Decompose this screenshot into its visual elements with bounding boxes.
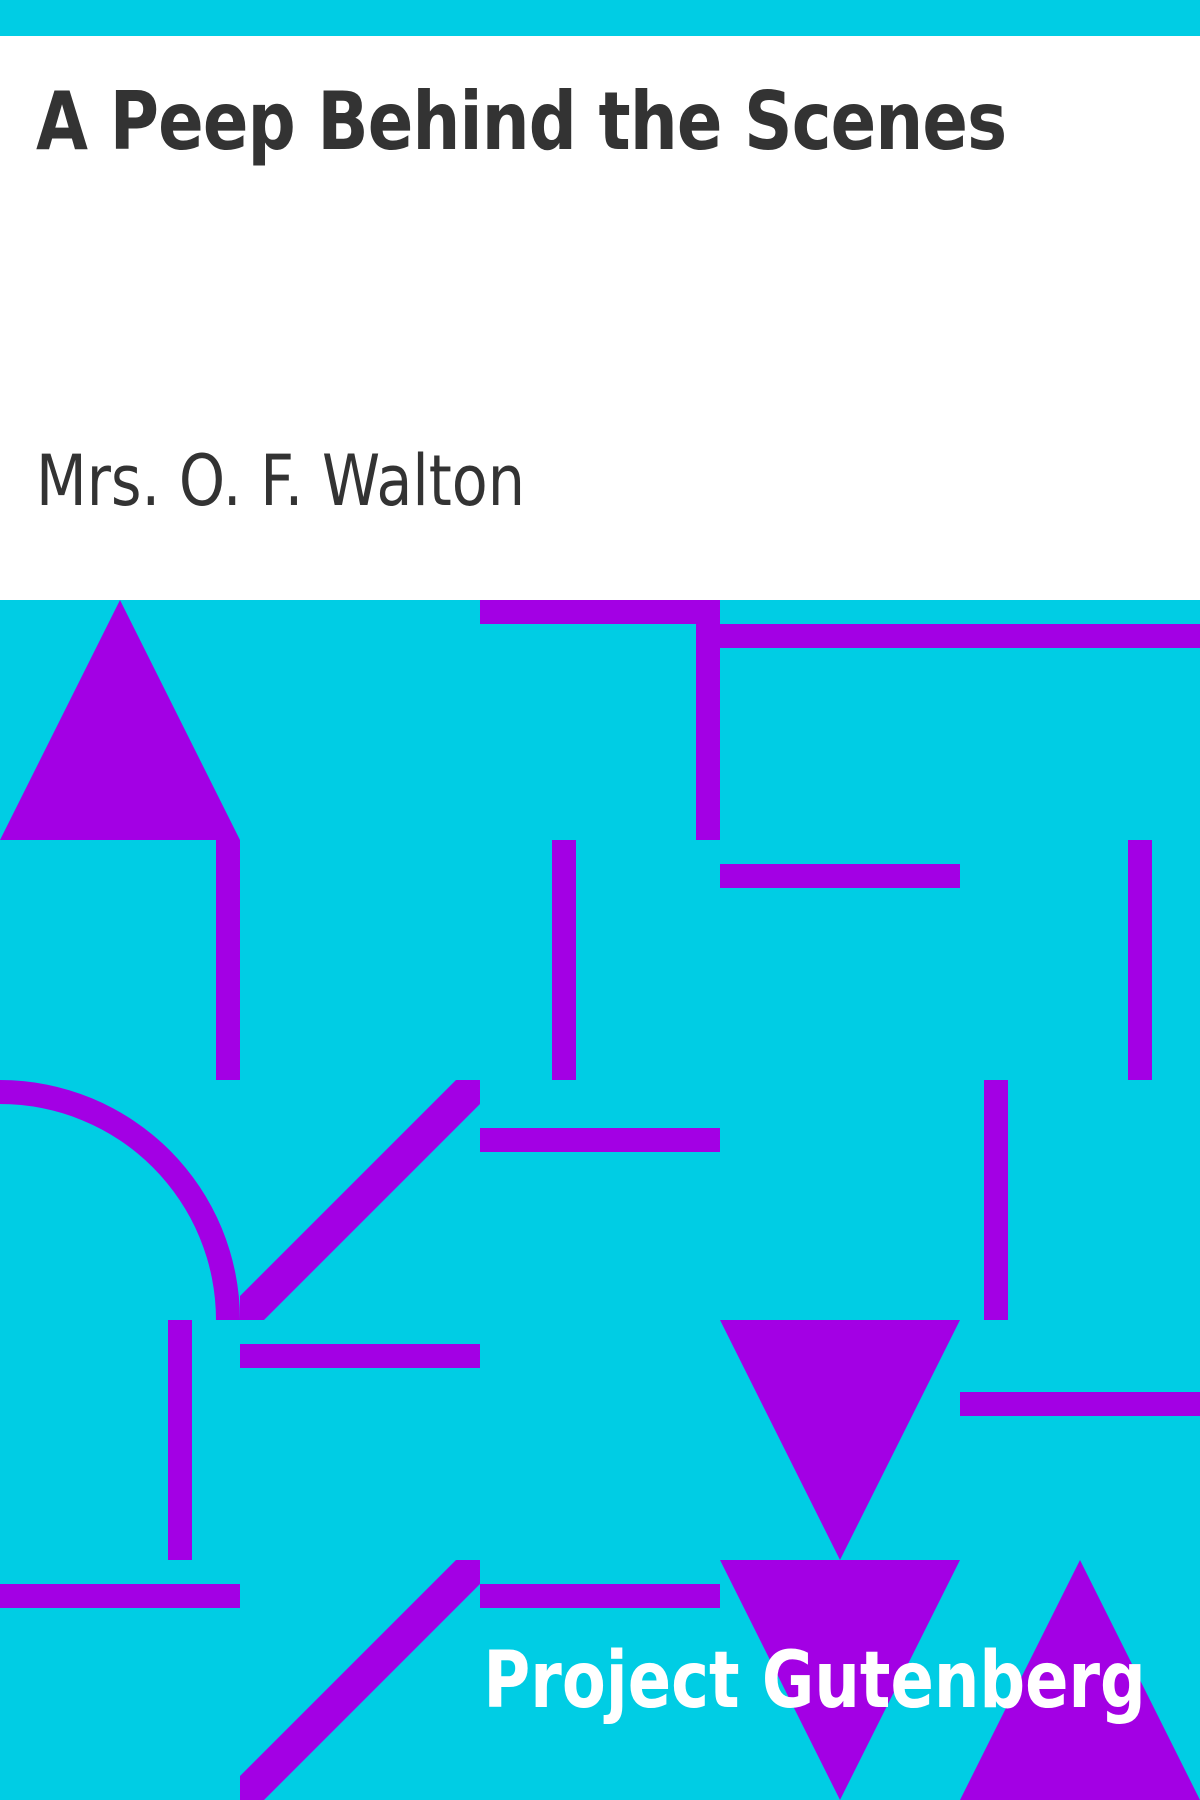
bar-shape [216,840,240,1080]
bar-shape [168,1320,192,1560]
triangle-down-shape [720,1320,960,1560]
bar-shape [240,1344,480,1368]
triangle-down-shape [720,1560,960,1800]
bar-shape [480,1584,720,1608]
bar-shape [480,1128,720,1152]
quarter-arc-shape [0,1080,240,1320]
bar-shape [720,624,1200,648]
book-author: Mrs. O. F. Walton [36,440,526,522]
geometric-pattern-artwork [0,600,1200,1800]
top-color-band [0,0,1200,36]
book-title: A Peep Behind the Scenes [36,75,1007,168]
bar-shape [552,840,576,1080]
bar-shape [0,1584,240,1608]
publisher-name: Project Gutenberg [483,1636,1146,1726]
diagonal-bar-shape [240,1080,480,1320]
bar-shape [1128,840,1152,1080]
bar-shape [480,600,720,624]
bar-shape [720,864,960,888]
triangle-up-shape [960,1560,1200,1800]
triangle-up-shape [0,600,240,840]
bar-shape [696,600,720,840]
diagonal-bar-shape [240,1560,480,1800]
bar-shape [960,1392,1200,1416]
bar-shape [984,1080,1008,1320]
